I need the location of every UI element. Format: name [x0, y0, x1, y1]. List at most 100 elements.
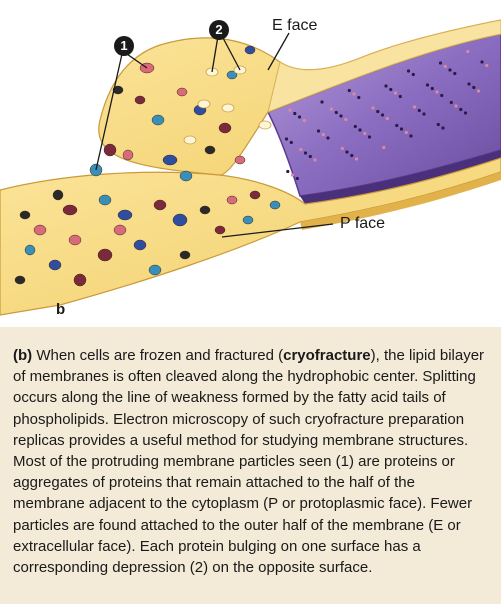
purple-surface-dot [303, 151, 308, 155]
membrane-illustration [0, 19, 501, 316]
purple-surface-dot [459, 107, 463, 112]
membrane-protein-particle [33, 224, 47, 236]
caption-part-1: When cells are frozen and fractured ( [32, 347, 284, 364]
e-face-label: E face [272, 17, 318, 34]
p-face-label: P face [340, 215, 386, 232]
membrane-protein-particle [226, 70, 238, 80]
membrane-protein-particle [162, 154, 178, 166]
purple-surface-dot [352, 92, 356, 96]
membrane-protein-particle [24, 244, 36, 256]
membrane-protein-particle [112, 85, 124, 95]
caption-text: (b) When cells are frozen and fractured … [13, 345, 487, 578]
membrane-protein-particle [68, 234, 82, 246]
purple-surface-dot [367, 135, 372, 139]
purple-surface-dot [385, 116, 389, 121]
purple-surface-dot [398, 94, 402, 99]
purple-surface-dot [334, 110, 338, 115]
purple-surface-dot [436, 122, 440, 127]
membrane-protein-particle [204, 145, 216, 155]
purple-surface-dot [438, 61, 443, 65]
purple-surface-dot [448, 68, 452, 72]
purple-surface-dot [440, 93, 444, 98]
purple-surface-dot [340, 146, 344, 151]
caption-term: cryofracture [283, 347, 371, 364]
purple-surface-dot [295, 176, 299, 181]
membrane-protein-particle [62, 204, 78, 216]
membrane-protein-particle [133, 239, 147, 251]
purple-surface-dot [485, 63, 489, 68]
membrane-protein-particle [134, 95, 146, 105]
membrane-protein-particle [172, 213, 188, 227]
purple-surface-dot [425, 83, 430, 87]
purple-surface-dot [347, 88, 351, 93]
membrane-protein-particle [244, 45, 256, 55]
particle-depression [183, 135, 197, 145]
purple-surface-dot [284, 137, 289, 141]
purple-surface-dot [454, 104, 458, 108]
purple-surface-dot [308, 154, 312, 159]
purple-surface-dot [393, 91, 398, 95]
purple-surface-dot [363, 131, 367, 136]
purple-surface-dot [320, 100, 324, 104]
purple-surface-dot [297, 115, 302, 119]
purple-surface-dot [345, 150, 349, 154]
purple-surface-dot [293, 111, 297, 116]
membrane-protein-particle [249, 190, 261, 200]
purple-surface-dot [353, 124, 357, 129]
purple-surface-dot [329, 107, 334, 111]
membrane-protein-particle [117, 209, 133, 221]
callout-lines [95, 32, 334, 238]
purple-surface-dot [354, 157, 359, 161]
purple-surface-dot [380, 113, 385, 117]
purple-surface-dot [357, 95, 361, 100]
purple-surface-dot [382, 145, 386, 150]
purple-surface-dot [326, 136, 330, 140]
purple-surface-dot [313, 158, 317, 162]
membrane-protein-particle [113, 224, 127, 236]
figure-caption: (b) When cells are frozen and fractured … [0, 327, 501, 604]
purple-surface-dot [435, 90, 439, 94]
purple-surface-dot [417, 108, 421, 113]
purple-surface-dot [321, 132, 325, 137]
purple-surface-dot [476, 89, 481, 93]
purple-surface-dot [399, 127, 404, 131]
purple-surface-dot [422, 112, 426, 116]
membrane-protein-particle [234, 155, 246, 165]
membrane-protein-particle [179, 250, 191, 260]
purple-surface-dot [406, 69, 411, 73]
purple-surface-dot [463, 111, 468, 115]
membrane-protein-particle [19, 210, 31, 220]
purple-surface-dot [371, 106, 375, 110]
cryofracture-figure: 1 2 E face P face b [0, 17, 501, 318]
purple-surface-dot [350, 153, 354, 158]
membrane-protein-particle [176, 87, 188, 97]
callout-2-badge: 2 [209, 20, 229, 40]
membrane-protein-particle [103, 143, 117, 157]
purple-surface-dot [443, 64, 447, 69]
purple-surface-dot [466, 49, 470, 54]
particle-depression [221, 103, 235, 113]
particle-depression [197, 99, 211, 109]
membrane-protein-particle [179, 170, 193, 182]
membrane-protein-particle [14, 275, 26, 285]
purple-surface-dot [453, 71, 457, 76]
membrane-particles [14, 45, 489, 287]
purple-surface-dot [376, 109, 380, 114]
purple-surface-dot [316, 129, 321, 133]
caption-lead: (b) [13, 347, 33, 364]
membrane-protein-particle [214, 225, 226, 235]
membrane-protein-particle [269, 200, 281, 210]
purple-surface-dot [412, 105, 417, 109]
purple-surface-dot [302, 118, 306, 123]
particle-depression [258, 120, 272, 130]
membrane-protein-particle [199, 205, 211, 215]
purple-surface-dot [344, 117, 348, 122]
purple-surface-dot [404, 130, 408, 135]
purple-surface-dot [339, 114, 343, 118]
membrane-protein-particle [98, 194, 112, 206]
membrane-protein-particle [226, 195, 238, 205]
purple-surface-dot [289, 140, 293, 145]
purple-surface-dot [384, 84, 388, 88]
purple-surface-dot [409, 134, 413, 138]
purple-surface-dot [286, 169, 290, 174]
